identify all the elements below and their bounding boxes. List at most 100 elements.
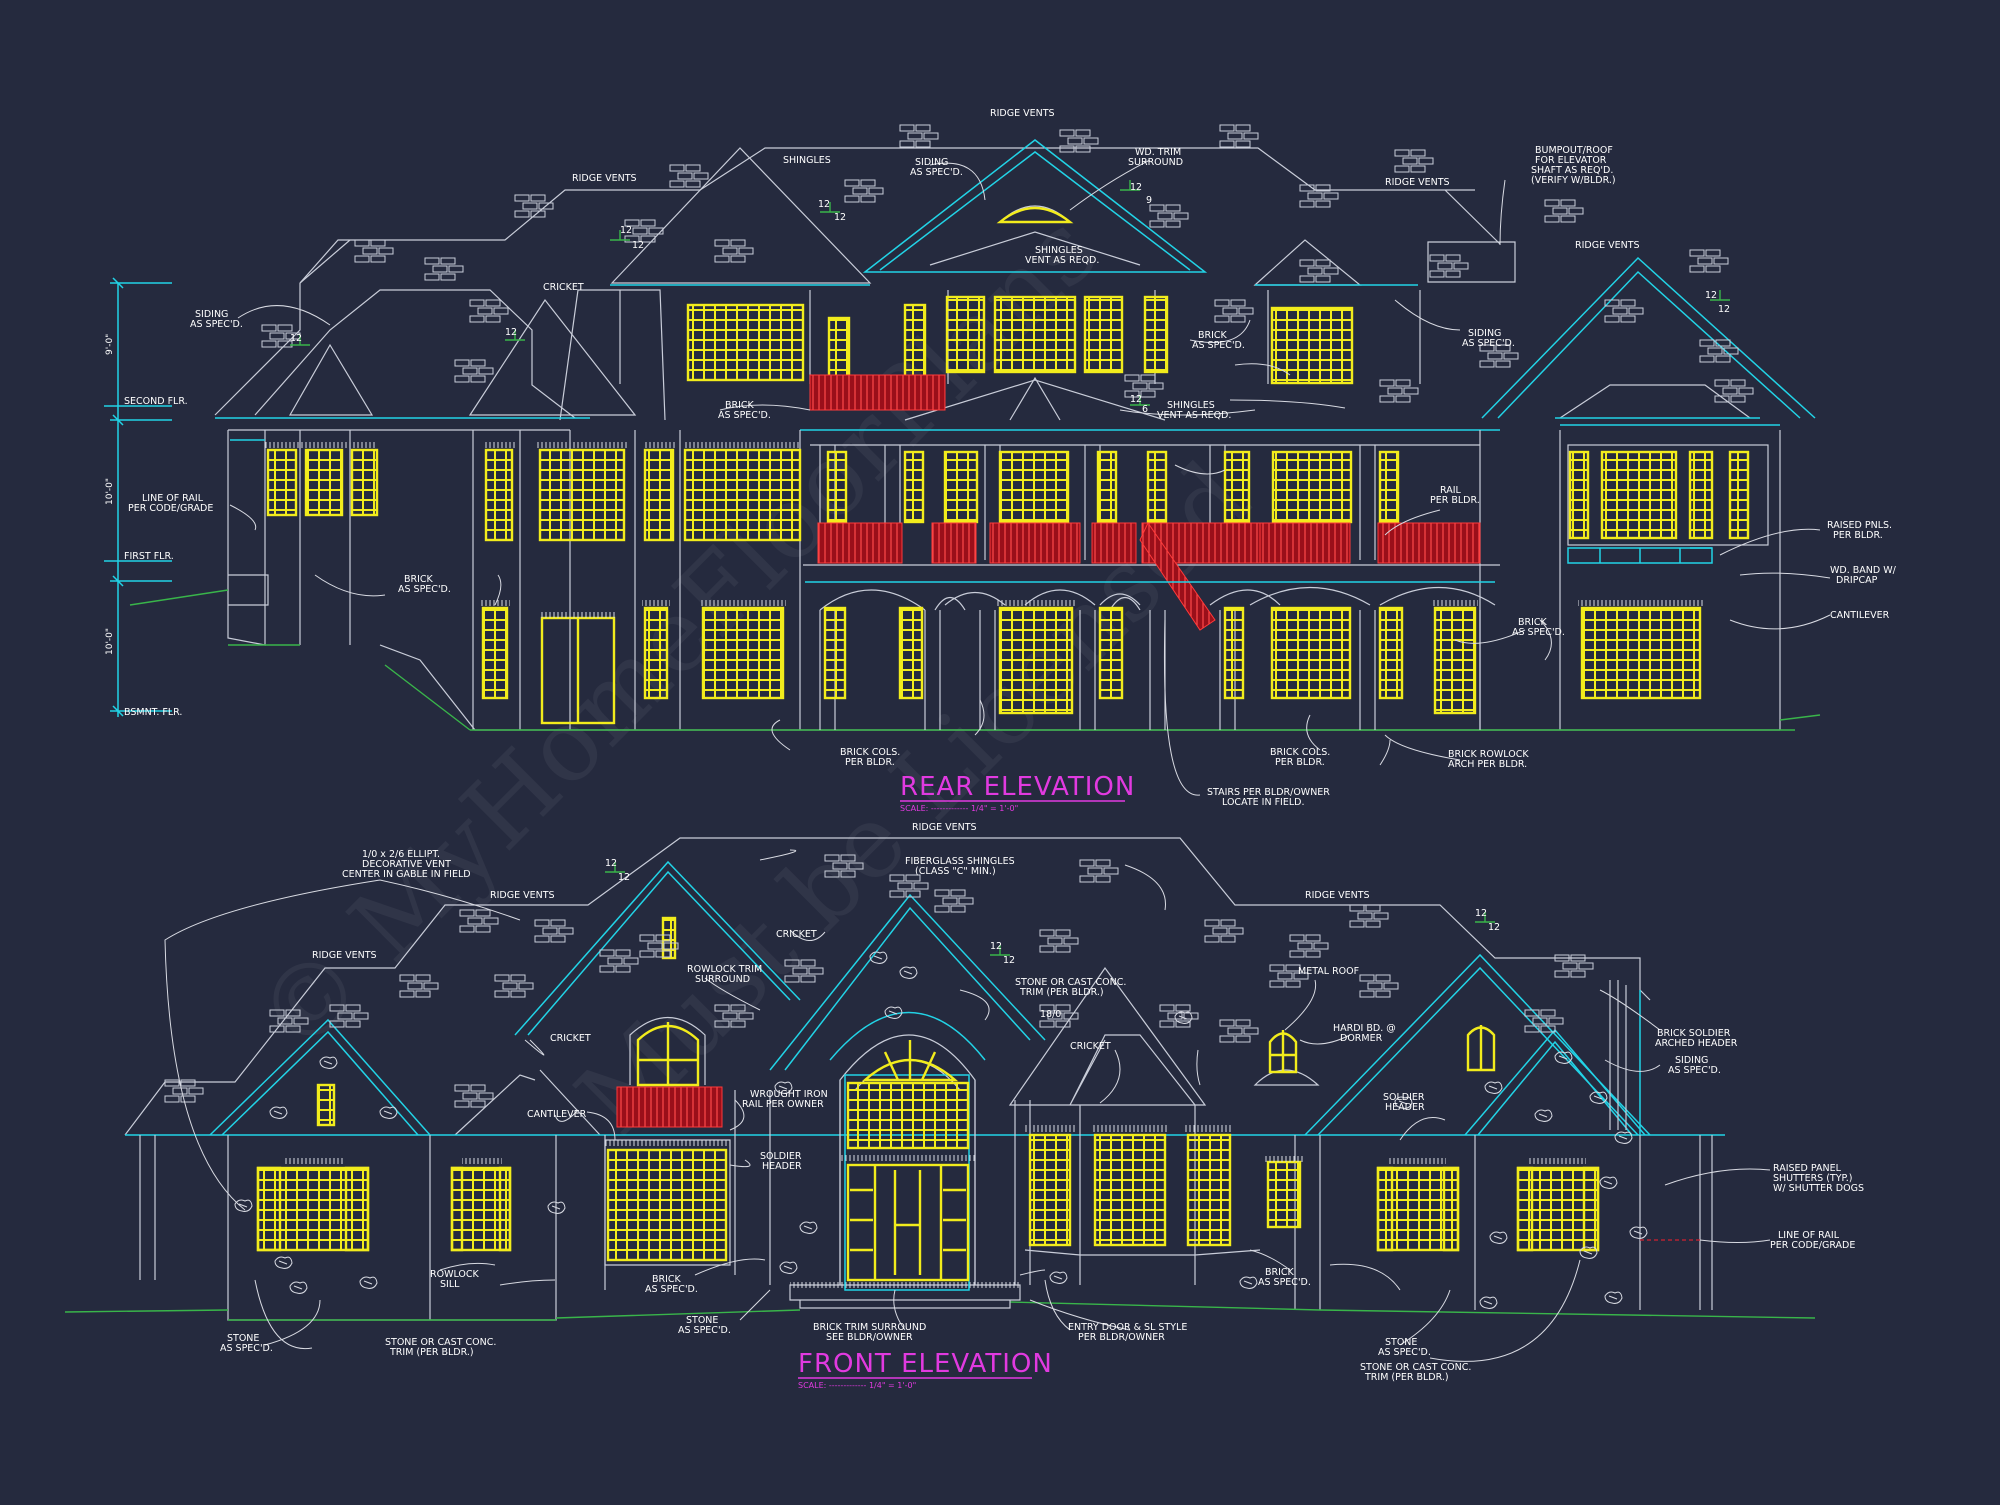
transom-size: 18/0 <box>1040 1009 1061 1020</box>
front-roofs <box>124 837 1725 1136</box>
front-note: RAIL PER OWNER <box>742 1099 824 1110</box>
rear-note: AS SPEC'D. <box>398 584 451 595</box>
rear-note: STAIRS PER BLDR/OWNER <box>1207 787 1330 798</box>
front-note: CENTER IN GABLE IN FIELD <box>342 869 471 880</box>
front-note: RIDGE VENTS <box>1305 890 1370 901</box>
front-note: SILL <box>440 1279 460 1290</box>
front-note: AS SPEC'D. <box>1258 1277 1311 1288</box>
front-note: STONE <box>227 1333 259 1344</box>
rear-annotations: RIDGE VENTS RIDGE VENTS RIDGE VENTS RIDG… <box>128 108 1897 808</box>
front-entry-tower <box>829 1011 986 1291</box>
front-note: CANTILEVER <box>527 1109 587 1120</box>
rear-note: SHINGLES <box>1167 400 1215 411</box>
rear-note: CRICKET <box>543 282 584 293</box>
front-note: 1/0 x 2/6 ELLIPT. <box>362 849 440 860</box>
watermark: © MyHomeFloorPlans <box>234 191 1120 1077</box>
rear-note: AS SPEC'D. <box>1192 340 1245 351</box>
front-note: BRICK <box>652 1274 682 1285</box>
front-pitch-symbols: 12 12 12 12 12 12 18/0 <box>605 858 1500 1020</box>
rear-note: PER BLDR. <box>1430 495 1480 506</box>
front-note: PER CODE/GRADE <box>1770 1240 1855 1251</box>
rear-pitch-run: 12 <box>834 212 846 223</box>
front-note: SOLDIER <box>760 1151 802 1162</box>
front-note: SIDING <box>1675 1055 1708 1066</box>
rear-pitch-symbols: 12 12 12 12 12 9 12 6 12 12 12 12 <box>290 180 1730 415</box>
front-note: BRICK SOLDIER <box>1657 1028 1731 1039</box>
front-windows <box>256 916 1600 1266</box>
front-elevation: 12 12 12 12 12 12 18/0 RIDGE VENTS RIDGE… <box>64 822 1864 1390</box>
rear-pitch-rise: 12 <box>505 327 517 338</box>
dim-upper: 9'-0" <box>105 334 115 355</box>
rear-note: BRICK <box>725 400 755 411</box>
front-pitch-rise: 12 <box>1475 908 1487 919</box>
rear-note: RIDGE VENTS <box>572 173 637 184</box>
front-note: TRIM (PER BLDR.) <box>1019 987 1104 998</box>
front-note: AS SPEC'D. <box>1668 1065 1721 1076</box>
front-note: LINE OF RAIL <box>1778 1230 1840 1241</box>
rear-note: BRICK <box>1198 330 1228 341</box>
level-second-floor: SECOND FLR. <box>124 396 188 407</box>
dim-lower: 10'-0" <box>105 628 115 655</box>
rear-second-floor-windows <box>265 442 802 542</box>
rear-note: RAIL <box>1440 485 1462 496</box>
front-note: CRICKET <box>550 1033 591 1044</box>
rear-upper-story <box>619 290 1421 411</box>
rear-dimension-string: 9'-0" 10'-0" 10'-0" SECOND FLR. FIRST FL… <box>104 277 188 718</box>
front-note: STONE OR CAST CONC. <box>1015 977 1126 988</box>
rear-note: SIDING <box>915 157 948 168</box>
rear-leader-lines <box>229 159 1831 796</box>
rear-note: PER BLDR. <box>1833 530 1883 541</box>
front-pitch-run: 12 <box>1488 922 1500 933</box>
rear-note: LOCATE IN FIELD. <box>1222 797 1304 808</box>
rear-pitch-run: 12 <box>1718 304 1730 315</box>
rear-pitch-rise: 12 <box>1130 394 1142 405</box>
front-note: RAISED PANEL <box>1773 1163 1842 1174</box>
front-note: (CLASS "C" MIN.) <box>915 866 996 877</box>
front-pitch-rise: 12 <box>990 941 1002 952</box>
front-note: SHUTTERS (TYP.) <box>1773 1173 1853 1184</box>
rear-elevation: 9'-0" 10'-0" 10'-0" SECOND FLR. FIRST FL… <box>104 108 1897 813</box>
front-note: FIBERGLASS SHINGLES <box>905 856 1015 867</box>
front-note: SURROUND <box>695 974 750 985</box>
front-note: AS SPEC'D. <box>645 1284 698 1295</box>
rear-elevation-title: REAR ELEVATION <box>900 772 1135 802</box>
rear-note: VENT AS REQD. <box>1157 410 1231 421</box>
front-annotations: RIDGE VENTS RIDGE VENTS RIDGE VENTS RIDG… <box>220 822 1864 1383</box>
front-note: METAL ROOF <box>1298 966 1359 977</box>
rear-note: SURROUND <box>1128 157 1183 168</box>
rear-first-floor-windows <box>480 600 1704 725</box>
rear-note: AS SPEC'D. <box>1512 627 1565 638</box>
rear-note: BRICK COLS. <box>1270 747 1330 758</box>
front-note: PER BLDR/OWNER <box>1078 1332 1165 1343</box>
rear-note: RIDGE VENTS <box>990 108 1055 119</box>
front-note: STONE <box>1385 1337 1417 1348</box>
rear-note: PER BLDR. <box>1275 757 1325 768</box>
front-pitch-rise: 12 <box>605 858 617 869</box>
front-note: ARCHED HEADER <box>1655 1038 1738 1049</box>
front-note: RIDGE VENTS <box>490 890 555 901</box>
front-elevation-title: FRONT ELEVATION <box>798 1349 1053 1379</box>
dim-middle: 10'-0" <box>105 478 115 505</box>
front-note: STONE OR CAST CONC. <box>1360 1362 1471 1373</box>
front-note: ROWLOCK <box>430 1269 480 1280</box>
rear-note: RIDGE VENTS <box>1385 177 1450 188</box>
front-note: DORMER <box>1340 1033 1383 1044</box>
front-note: WROUGHT IRON <box>750 1089 828 1100</box>
front-note: AS SPEC'D. <box>220 1343 273 1354</box>
front-note: AS SPEC'D. <box>1378 1347 1431 1358</box>
rear-note: AS SPEC'D. <box>190 319 243 330</box>
rear-note: SIDING <box>195 309 228 320</box>
front-note: STONE <box>686 1315 718 1326</box>
front-note: TRIM (PER BLDR.) <box>1364 1372 1449 1383</box>
rear-note: LINE OF RAIL <box>142 493 204 504</box>
rear-pitch-run: 6 <box>1142 404 1148 415</box>
rear-pitch-run: 9 <box>1146 195 1152 206</box>
rear-note: SHINGLES <box>783 155 831 166</box>
front-leader-lines <box>164 849 1771 1362</box>
rear-pitch-rise: 12 <box>818 199 830 210</box>
front-note: W/ SHUTTER DOGS <box>1773 1183 1864 1194</box>
rear-note: BRICK ROWLOCK <box>1448 749 1529 760</box>
front-note: CRICKET <box>776 929 817 940</box>
